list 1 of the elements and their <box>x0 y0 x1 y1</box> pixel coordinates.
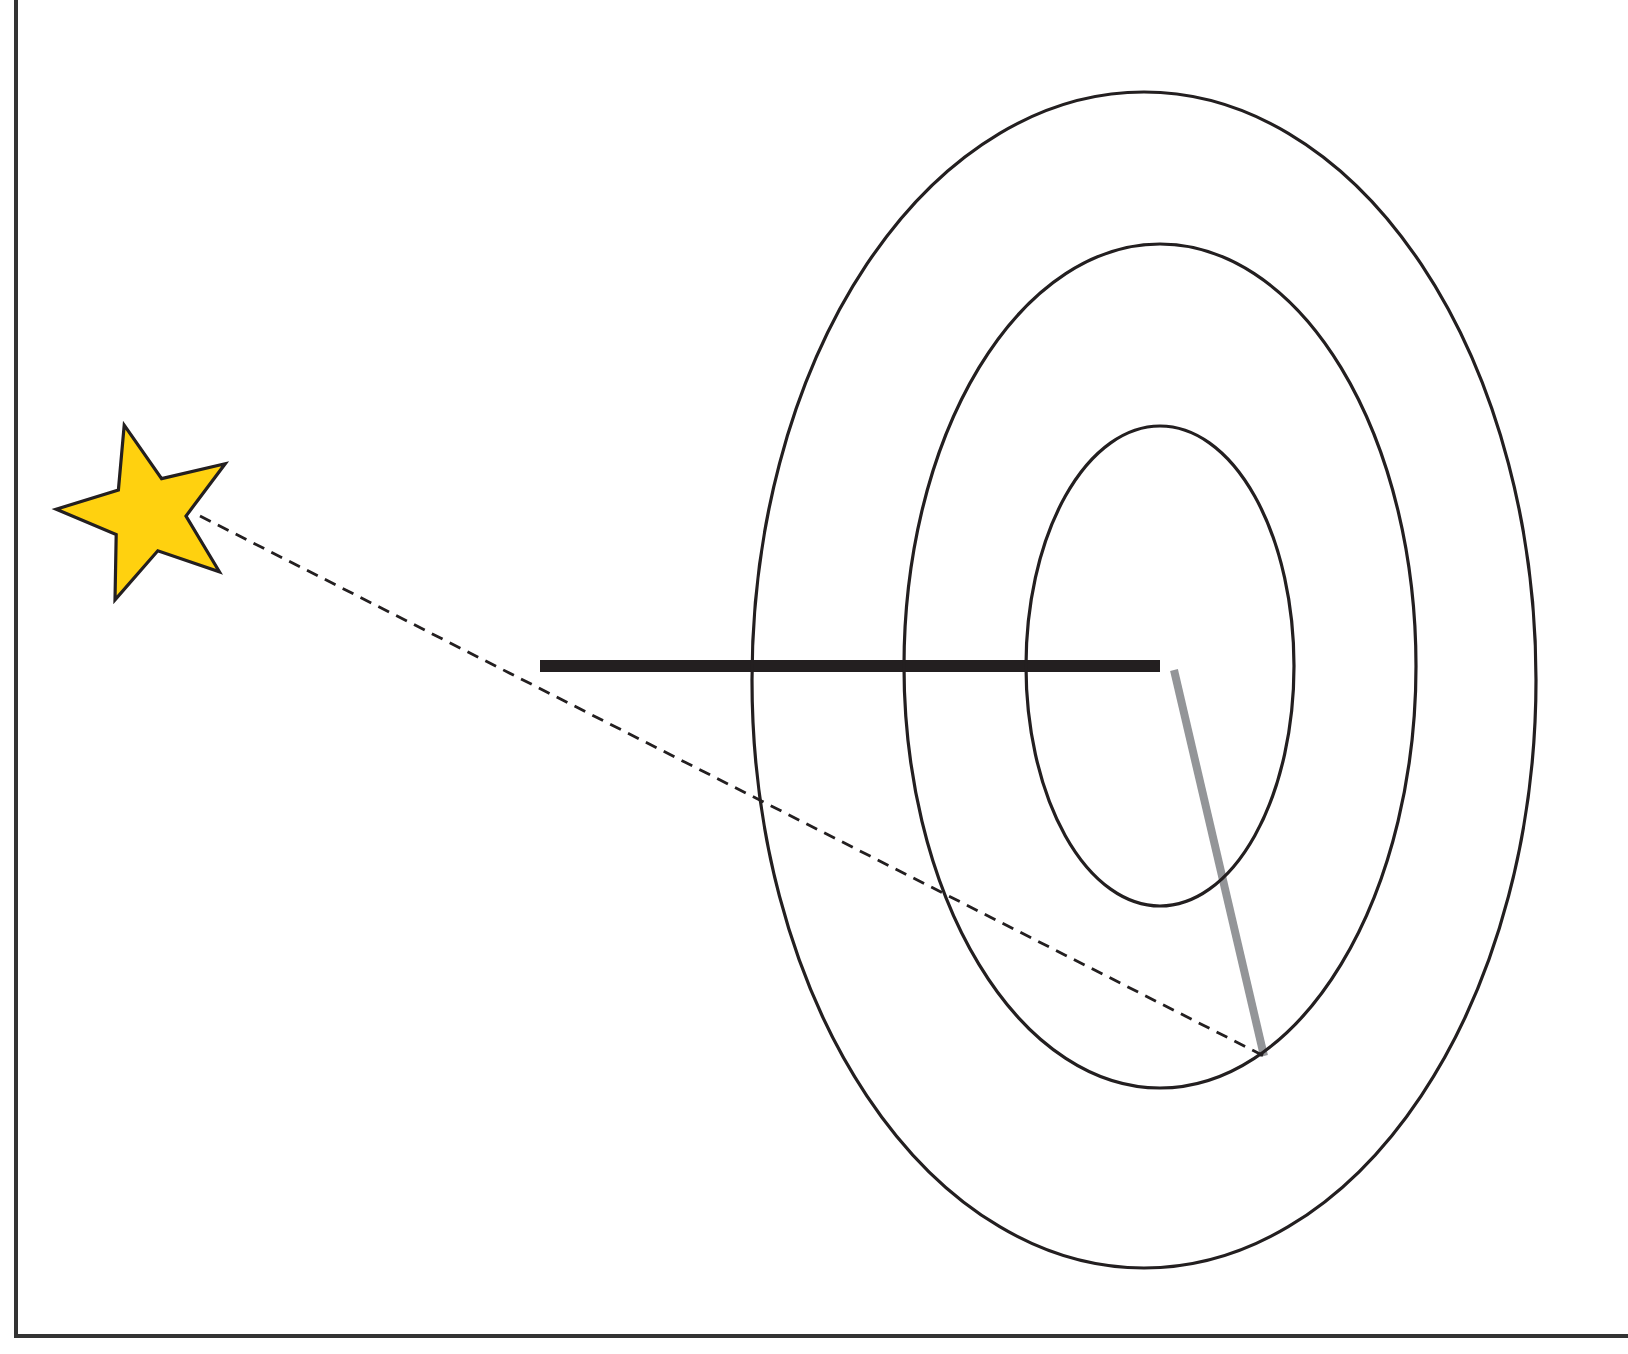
connector-line <box>199 514 1265 1058</box>
